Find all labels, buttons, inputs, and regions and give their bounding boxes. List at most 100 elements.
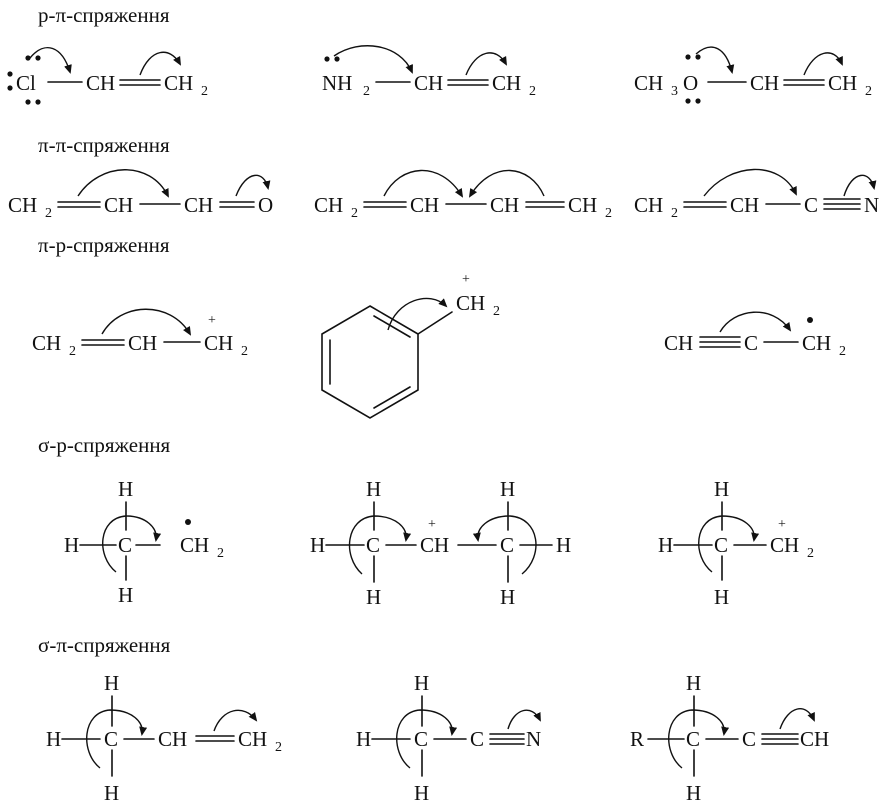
- svg-text:H: H: [366, 477, 381, 501]
- molecule-propene: H H C H CH CH 2: [46, 671, 282, 805]
- svg-text:2: 2: [605, 206, 612, 221]
- svg-text:H: H: [556, 533, 571, 557]
- heading-pi-pi: π-π-спряження: [38, 133, 170, 157]
- molecule-chloroethene: Cl CH CH 2: [7, 47, 208, 105]
- svg-text:H: H: [686, 671, 701, 695]
- svg-text:H: H: [658, 533, 673, 557]
- svg-text:CH: CH: [750, 71, 779, 95]
- svg-text:2: 2: [529, 84, 536, 99]
- svg-text:+: +: [208, 313, 216, 328]
- svg-text:2: 2: [839, 344, 846, 359]
- svg-text:C: C: [366, 533, 380, 557]
- svg-text:CH: CH: [634, 71, 663, 95]
- molecule-aminoethene: NH 2 CH CH 2: [322, 45, 536, 99]
- svg-text:H: H: [356, 727, 371, 751]
- molecule-alkyl-alkyne: H R C H C CH: [630, 671, 829, 805]
- svg-text:CH: CH: [730, 193, 759, 217]
- svg-text:CH: CH: [204, 331, 233, 355]
- svg-text:2: 2: [865, 84, 872, 99]
- svg-text:H: H: [118, 477, 133, 501]
- svg-text:C: C: [414, 727, 428, 751]
- atom-nh2: NH: [322, 71, 352, 95]
- svg-text:C: C: [470, 727, 484, 751]
- svg-text:H: H: [414, 781, 429, 805]
- atom-ch2: CH: [164, 71, 193, 95]
- svg-text:O: O: [258, 193, 273, 217]
- svg-text:C: C: [118, 533, 132, 557]
- svg-text:CH: CH: [802, 331, 831, 355]
- molecule-ethyl-radical: H H C H CH 2: [64, 477, 224, 607]
- svg-text:CH: CH: [420, 533, 449, 557]
- svg-text:CH: CH: [492, 71, 521, 95]
- svg-text:H: H: [104, 781, 119, 805]
- molecule-ethyl-cation: H H C H + CH 2: [658, 477, 814, 609]
- molecule-propargyl-radical: CH C CH 2: [664, 311, 846, 359]
- svg-text:H: H: [310, 533, 325, 557]
- svg-text:C: C: [714, 533, 728, 557]
- svg-text:H: H: [500, 585, 515, 609]
- svg-text:C: C: [744, 331, 758, 355]
- atom-r: R: [630, 727, 644, 751]
- heading-p-pi: p-π-спряження: [38, 3, 170, 27]
- svg-text:H: H: [686, 781, 701, 805]
- svg-text:2: 2: [45, 206, 52, 221]
- svg-text:2: 2: [351, 206, 358, 221]
- molecule-acrylonitrile: CH 2 CH C N: [634, 168, 879, 221]
- atom-ch: CH: [86, 71, 115, 95]
- svg-text:2: 2: [201, 84, 208, 99]
- svg-text:CH: CH: [414, 71, 443, 95]
- svg-text:CH: CH: [184, 193, 213, 217]
- svg-text:2: 2: [807, 546, 814, 561]
- svg-text:C: C: [500, 533, 514, 557]
- svg-text:3: 3: [671, 84, 678, 99]
- svg-text:H: H: [118, 583, 133, 607]
- svg-text:CH: CH: [158, 727, 187, 751]
- svg-text:CH: CH: [314, 193, 343, 217]
- molecule-allyl-cation: CH 2 CH + CH 2: [32, 308, 248, 359]
- heading-sigma-p: σ-p-спряження: [38, 433, 171, 457]
- svg-text:2: 2: [241, 344, 248, 359]
- svg-text:CH: CH: [828, 71, 857, 95]
- svg-text:CH: CH: [568, 193, 597, 217]
- svg-text:2: 2: [493, 304, 500, 319]
- svg-text:+: +: [428, 517, 436, 532]
- svg-text:2: 2: [275, 740, 282, 755]
- svg-text:CH: CH: [8, 193, 37, 217]
- svg-text:N: N: [526, 727, 541, 751]
- svg-text:+: +: [778, 517, 786, 532]
- svg-text:H: H: [46, 727, 61, 751]
- molecule-isopropyl-cation: H H C H + CH H C H H: [310, 477, 571, 609]
- svg-text:C: C: [742, 727, 756, 751]
- molecule-butadiene: CH 2 CH CH CH 2: [314, 169, 612, 221]
- svg-text:H: H: [714, 585, 729, 609]
- svg-text:H: H: [714, 477, 729, 501]
- svg-text:+: +: [462, 272, 470, 287]
- svg-text:H: H: [366, 585, 381, 609]
- svg-text:2: 2: [671, 206, 678, 221]
- svg-text:CH: CH: [238, 727, 267, 751]
- heading-sigma-pi: σ-π-спряження: [38, 633, 171, 657]
- svg-text:CH: CH: [180, 533, 209, 557]
- atom-n: N: [864, 193, 879, 217]
- heading-pi-p: π-p-спряження: [38, 233, 170, 257]
- svg-text:CH: CH: [128, 331, 157, 355]
- svg-text:H: H: [64, 533, 79, 557]
- svg-text:H: H: [104, 671, 119, 695]
- svg-text:2: 2: [363, 84, 370, 99]
- svg-text:C: C: [686, 727, 700, 751]
- svg-text:CH: CH: [456, 291, 485, 315]
- svg-text:CH: CH: [490, 193, 519, 217]
- molecule-methoxyethene: CH 3 O CH CH 2: [634, 46, 872, 104]
- svg-text:CH: CH: [634, 193, 663, 217]
- svg-text:CH: CH: [770, 533, 799, 557]
- svg-text:H: H: [414, 671, 429, 695]
- svg-text:C: C: [804, 193, 818, 217]
- svg-text:2: 2: [217, 546, 224, 561]
- atom-o: O: [683, 71, 698, 95]
- molecule-acetonitrile: H H C H C N: [356, 671, 541, 805]
- molecule-acrolein: CH 2 CH CH O: [8, 169, 273, 221]
- svg-text:CH: CH: [32, 331, 61, 355]
- svg-text:C: C: [104, 727, 118, 751]
- svg-text:H: H: [500, 477, 515, 501]
